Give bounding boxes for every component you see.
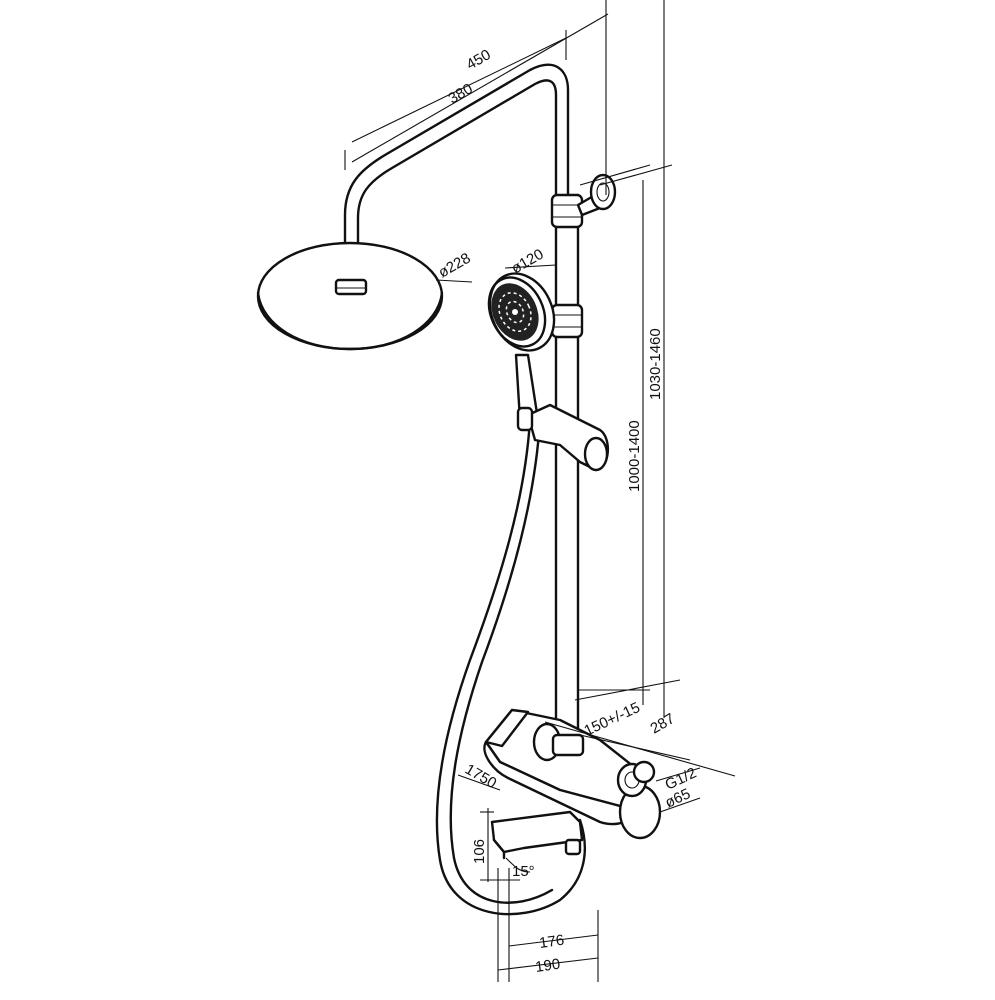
dim-287 bbox=[574, 679, 681, 701]
riser-clamp-top bbox=[550, 193, 584, 229]
hose-outlet bbox=[564, 838, 582, 856]
dim-1750-leader bbox=[457, 774, 501, 791]
dim-1000-1400 bbox=[578, 164, 651, 705]
dim-380 bbox=[351, 30, 567, 143]
dim-106 bbox=[480, 808, 520, 882]
dim-label-1030-1460: 1030-1460 bbox=[647, 328, 664, 400]
dim-label-120: ø120 bbox=[509, 246, 547, 278]
dim-65-leader bbox=[659, 797, 701, 813]
dim-label-176: 176 bbox=[538, 932, 565, 952]
riser-clamp-mid bbox=[550, 303, 584, 339]
dim-label-190: 190 bbox=[534, 956, 561, 976]
dim-label-287: 287 bbox=[648, 710, 678, 737]
mixer-left-handle bbox=[484, 708, 530, 748]
shower-hose bbox=[435, 418, 587, 916]
dim-g12-leader bbox=[655, 767, 701, 782]
dim-190 bbox=[497, 868, 599, 982]
dim-228-leader bbox=[435, 279, 473, 283]
overhead-arm bbox=[343, 63, 570, 260]
wall-bracket bbox=[589, 173, 617, 211]
dim-120-leader bbox=[504, 264, 557, 269]
dim-176 bbox=[508, 868, 599, 982]
dim-label-106: 106 bbox=[471, 839, 488, 864]
dim-15-arc bbox=[505, 857, 531, 873]
dim-label-450: 450 bbox=[464, 46, 494, 73]
dim-label-1000-1400: 1000-1400 bbox=[626, 420, 643, 492]
dim-1030-1460 bbox=[599, 0, 673, 718]
dim-label-228: ø228 bbox=[436, 250, 474, 282]
dim-label-150: 150+/-15 bbox=[582, 699, 643, 740]
dim-label-15deg: 15° bbox=[512, 863, 535, 880]
dim-150 bbox=[544, 721, 736, 777]
